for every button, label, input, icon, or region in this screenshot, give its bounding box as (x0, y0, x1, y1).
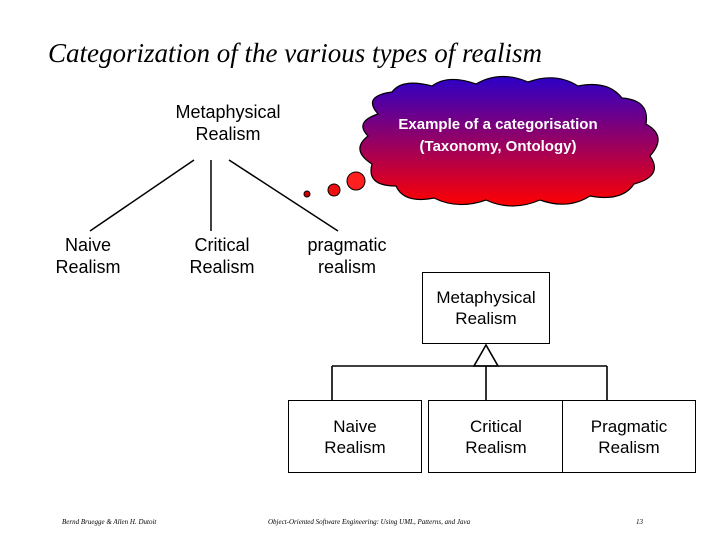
uml-root-line-2: Realism (455, 308, 516, 329)
footer-authors: Bernd Bruegge & Allen H. Dutoit (62, 518, 156, 526)
taxonomy-root-node: Metaphysical Realism (158, 101, 298, 145)
uml-class-naive-realism: Naive Realism (288, 400, 422, 473)
footer-page-number: 13 (636, 518, 643, 526)
callout-line-2: (Taxonomy, Ontology) (360, 136, 636, 158)
uml-pragmatic-line-1: Pragmatic (591, 416, 668, 437)
uml-naive-line-1: Naive (333, 416, 376, 437)
uml-class-critical-realism: Critical Realism (428, 400, 564, 473)
uml-critical-line-2: Realism (465, 437, 526, 458)
taxonomy-critical-line-2: Realism (172, 256, 272, 278)
generalization-connectors (332, 345, 607, 400)
taxonomy-pragmatic-line-1: pragmatic (292, 234, 402, 256)
uml-class-metaphysical-realism: Metaphysical Realism (422, 272, 550, 344)
taxonomy-naive-line-2: Realism (38, 256, 138, 278)
callout-text: Example of a categorisation (Taxonomy, O… (360, 114, 636, 158)
uml-naive-line-2: Realism (324, 437, 385, 458)
taxonomy-node-naive: Naive Realism (38, 234, 138, 278)
taxonomy-connectors (90, 160, 338, 231)
taxonomy-root-line-1: Metaphysical (158, 101, 298, 123)
taxonomy-pragmatic-line-2: realism (292, 256, 402, 278)
taxonomy-node-critical: Critical Realism (172, 234, 272, 278)
uml-critical-line-1: Critical (470, 416, 522, 437)
uml-root-line-1: Metaphysical (436, 287, 535, 308)
taxonomy-root-line-2: Realism (158, 123, 298, 145)
uml-pragmatic-line-2: Realism (598, 437, 659, 458)
uml-class-pragmatic-realism: Pragmatic Realism (562, 400, 696, 473)
footer-book-title: Object-Oriented Software Engineering: Us… (268, 518, 470, 526)
taxonomy-node-pragmatic: pragmatic realism (292, 234, 402, 278)
callout-line-1: Example of a categorisation (360, 114, 636, 136)
taxonomy-naive-line-1: Naive (38, 234, 138, 256)
taxonomy-critical-line-1: Critical (172, 234, 272, 256)
